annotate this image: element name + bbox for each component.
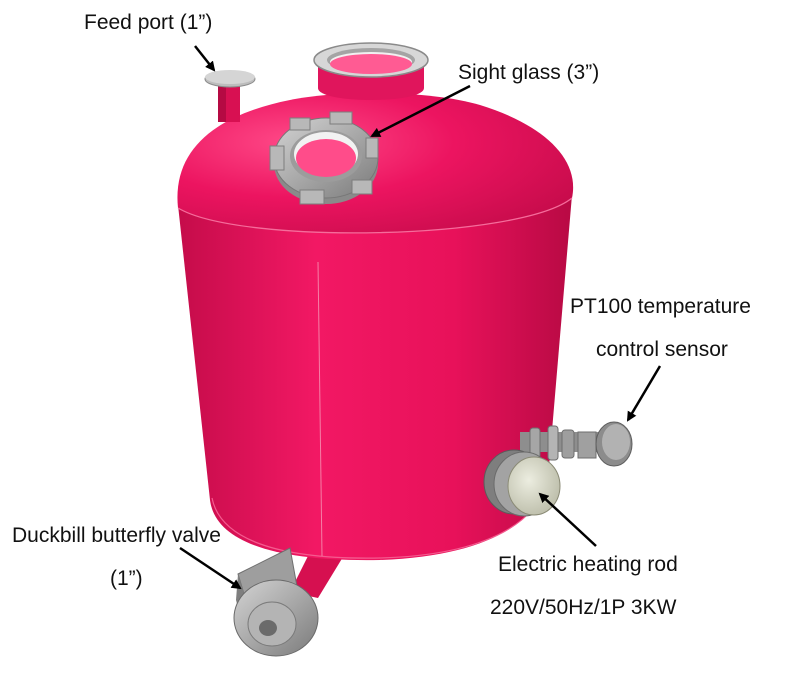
sight-glass-label: Sight glass (3”) — [458, 61, 600, 84]
butterfly-valve — [233, 547, 319, 657]
pt100-label-line2: control sensor — [596, 338, 728, 361]
valve-arrow — [179, 546, 242, 590]
pt100-arrow — [626, 365, 662, 422]
valve-label-line2: (1”) — [110, 567, 143, 590]
heater-label-line1: Electric heating rod — [498, 553, 678, 576]
valve-label-line1: Duckbill butterfly valve — [12, 524, 221, 547]
pt100-label-line1: PT100 temperature — [570, 295, 751, 318]
bottom-outlet-pipe — [290, 548, 346, 598]
pt100-sensor — [520, 421, 633, 467]
heater-label-line2: 220V/50Hz/1P 3KW — [490, 596, 677, 619]
feed-port-label: Feed port (1”) — [84, 11, 213, 34]
heater-arrow — [538, 492, 597, 547]
sight-glass — [269, 111, 379, 205]
feed-port — [204, 70, 256, 122]
feed-port-arrow — [194, 45, 216, 72]
sight-glass-arrow — [370, 84, 471, 138]
top-opening — [313, 42, 429, 100]
